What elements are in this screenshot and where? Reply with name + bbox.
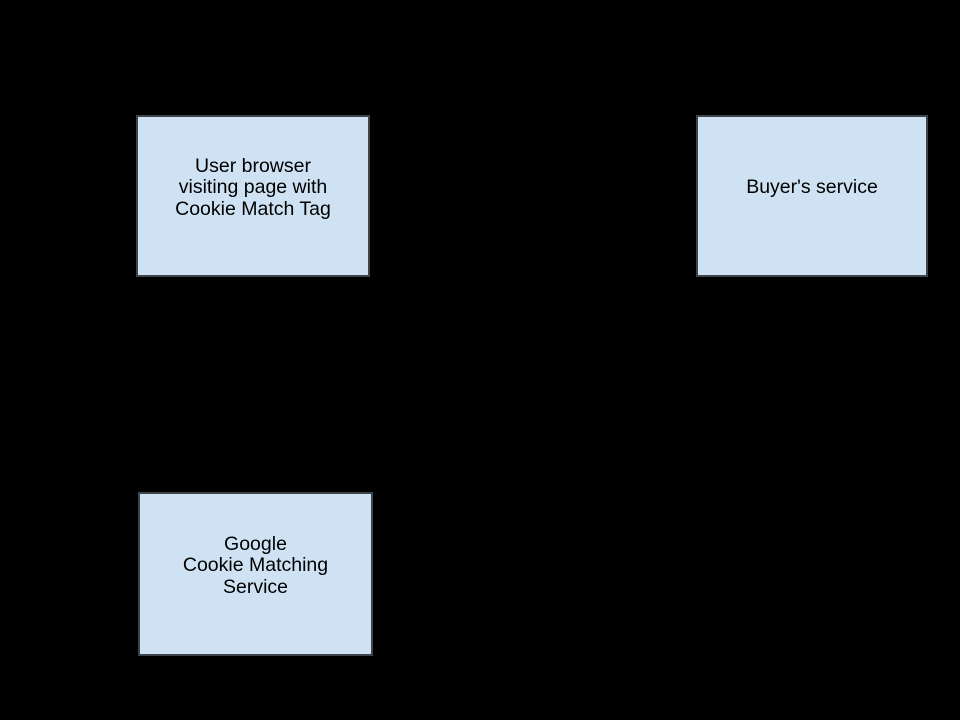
node-buyers-service: Buyer's service: [696, 115, 928, 277]
node-user-browser: User browser visiting page with Cookie M…: [136, 115, 370, 277]
node-google-cookie-matching-service-label: Google Cookie Matching Service: [182, 532, 329, 598]
node-buyers-service-label: Buyer's service: [746, 176, 878, 199]
node-user-browser-label: User browser visiting page with Cookie M…: [175, 154, 331, 220]
node-google-cookie-matching-service: Google Cookie Matching Service: [138, 492, 373, 656]
